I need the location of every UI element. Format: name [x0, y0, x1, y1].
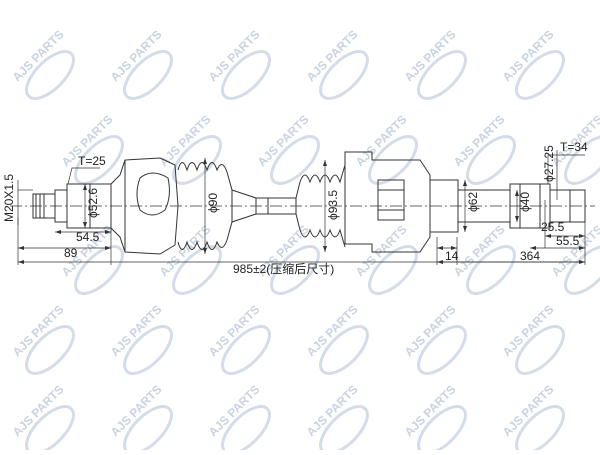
tripod-spider [377, 179, 405, 221]
label-364: 364 [520, 249, 540, 263]
watermark-logo: AJS PARTS [10, 302, 75, 375]
svg-text:AJS PARTS: AJS PARTS [206, 382, 263, 439]
label-54-5: 54.5 [76, 230, 100, 244]
svg-text:AJS PARTS: AJS PARTS [108, 302, 165, 359]
svg-text:AJS PARTS: AJS PARTS [10, 27, 67, 84]
svg-text:AJS PARTS: AJS PARTS [108, 27, 165, 84]
watermark-logo: AJS PARTS [402, 382, 467, 455]
svg-text:AJS PARTS: AJS PARTS [500, 302, 557, 359]
label-d27: ϕ27.25 [542, 145, 556, 182]
label-t25: T=25 [78, 154, 106, 168]
svg-text:AJS PARTS: AJS PARTS [353, 222, 410, 279]
watermark-logo: AJS PARTS [108, 302, 173, 375]
svg-text:AJS PARTS: AJS PARTS [255, 112, 312, 169]
watermark-logo: AJS PARTS [500, 27, 565, 100]
label-d90: ϕ90 [206, 193, 220, 213]
arrowheads [18, 158, 585, 264]
watermark-logo: AJS PARTS [500, 302, 565, 375]
svg-text:AJS PARTS: AJS PARTS [206, 27, 263, 84]
label-25-5: 25.5 [541, 220, 565, 234]
watermark-logo: AJS PARTS [206, 302, 271, 375]
watermark-logo: AJS PARTS [108, 382, 173, 455]
label-14: 14 [445, 249, 459, 263]
left-boot [177, 162, 233, 250]
svg-text:AJS PARTS: AJS PARTS [500, 382, 557, 439]
svg-text:AJS PARTS: AJS PARTS [304, 27, 361, 84]
label-d93: ϕ93.5 [326, 190, 340, 220]
label-total-length: 985±2(压缩后尺寸) [233, 261, 334, 276]
leader-t34 [547, 154, 585, 184]
label-d62: ϕ62 [466, 192, 480, 212]
svg-text:AJS PARTS: AJS PARTS [108, 382, 165, 439]
watermark-logo: AJS PARTS [255, 112, 320, 185]
middle-shaft [255, 197, 297, 215]
watermark-logo: AJS PARTS [206, 382, 271, 455]
shaft-part-outline [10, 151, 595, 255]
svg-text:AJS PARTS: AJS PARTS [353, 112, 410, 169]
outer-cv-inner [136, 172, 170, 216]
right-boot-top [295, 164, 346, 199]
outer-cv-housing [110, 157, 179, 255]
svg-text:AJS PARTS: AJS PARTS [304, 382, 361, 439]
watermark-logo: AJS PARTS [304, 382, 369, 455]
watermark-logo: AJS PARTS [304, 27, 369, 100]
right-end-stub [549, 189, 586, 223]
label-d52: ϕ52.6 [86, 188, 100, 218]
svg-text:AJS PARTS: AJS PARTS [304, 302, 361, 359]
svg-text:AJS PARTS: AJS PARTS [451, 222, 508, 279]
svg-text:AJS PARTS: AJS PARTS [451, 112, 508, 169]
watermark-logo: AJS PARTS [402, 27, 467, 100]
svg-text:AJS PARTS: AJS PARTS [402, 27, 459, 84]
watermark-logo: AJS PARTS [157, 112, 222, 185]
svg-text:AJS PARTS: AJS PARTS [10, 382, 67, 439]
label-55-5: 55.5 [556, 234, 580, 248]
label-thread: M20X1.5 [2, 174, 16, 222]
watermark-logo: AJS PARTS [10, 382, 75, 455]
svg-text:AJS PARTS: AJS PARTS [402, 382, 459, 439]
label-d40: ϕ40 [518, 192, 532, 212]
watermark-logo: AJS PARTS [402, 302, 467, 375]
svg-text:AJS PARTS: AJS PARTS [10, 302, 67, 359]
leader-t25 [67, 167, 100, 185]
watermark-logo: AJS PARTS [451, 112, 516, 185]
watermark-logo: AJS PARTS [206, 27, 271, 100]
watermark-logo: AJS PARTS [304, 302, 369, 375]
svg-text:AJS PARTS: AJS PARTS [402, 302, 459, 359]
svg-text:AJS PARTS: AJS PARTS [500, 27, 557, 84]
svg-text:AJS PARTS: AJS PARTS [206, 302, 263, 359]
watermark-logo: AJS PARTS [108, 27, 173, 100]
dimension-labels: M20X1.5 T=25 ϕ52.6 ϕ90 ϕ93.5 ϕ62 ϕ40 ϕ27… [2, 140, 588, 276]
label-89: 89 [64, 246, 78, 260]
watermark-logo: AJS PARTS [10, 27, 75, 100]
watermark-logo: AJS PARTS [500, 382, 565, 455]
label-t34: T=34 [560, 140, 588, 154]
right-boot-bottom [295, 213, 346, 248]
